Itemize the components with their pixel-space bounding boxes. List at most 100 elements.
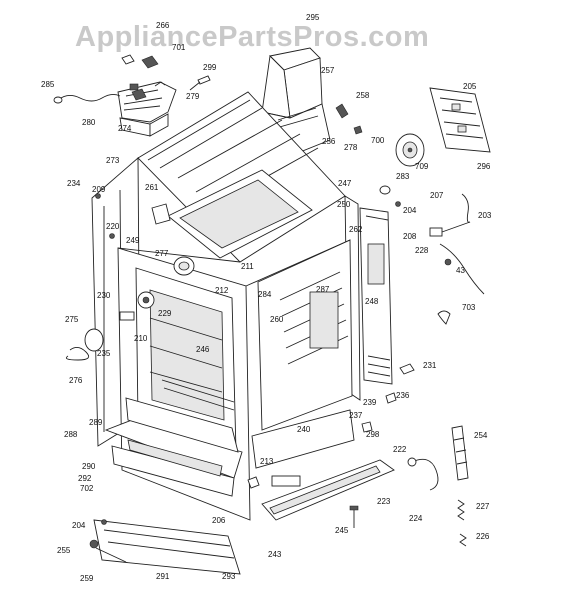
part-clip-703 — [437, 310, 451, 325]
callout-c-211: 211 — [241, 262, 254, 271]
callout-c-261: 261 — [145, 183, 159, 192]
callout-c-236: 236 — [396, 391, 410, 400]
part-igniter-wire — [53, 93, 121, 104]
part-burner-assembly — [117, 81, 177, 137]
part-blower-wheel — [395, 133, 425, 167]
callout-c-296: 296 — [477, 162, 491, 171]
part-screw-220 — [95, 193, 115, 239]
part-burner-277 — [173, 256, 195, 276]
part-clip-231 — [399, 363, 415, 375]
callout-c-228: 228 — [415, 246, 429, 255]
watermark-text: AppliancePartsPros.com — [75, 21, 429, 53]
callout-c-703: 703 — [462, 303, 476, 312]
callout-c-283: 283 — [396, 172, 410, 181]
callout-c-266: 266 — [156, 21, 170, 30]
callout-c-210: 210 — [134, 334, 148, 343]
callout-c-284: 284 — [258, 290, 272, 299]
callout-c-275: 275 — [65, 315, 79, 324]
callout-c-262: 262 — [349, 225, 363, 234]
callout-c-288: 288 — [64, 430, 78, 439]
callout-c-298: 298 — [366, 430, 380, 439]
part-cabinet-right-side — [257, 195, 361, 431]
part-wire-harness-43 — [439, 243, 485, 295]
part-oven-liner-inner — [117, 239, 351, 287]
callout-c-701: 701 — [172, 43, 186, 52]
callout-c-700: 700 — [371, 136, 385, 145]
callout-c-278: 278 — [344, 143, 358, 152]
callout-c-285: 285 — [41, 80, 55, 89]
callout-c-295: 295 — [306, 13, 320, 22]
callout-c-43: 43 — [456, 266, 465, 275]
part-broiler-pan-246 — [161, 379, 235, 411]
callout-c-250: 250 — [337, 200, 351, 209]
callout-c-255: 255 — [57, 546, 71, 555]
callout-c-279: 279 — [186, 92, 200, 101]
callout-c-243: 243 — [268, 550, 282, 559]
callout-c-205: 205 — [463, 82, 477, 91]
callout-c-207: 207 — [430, 191, 444, 200]
callout-c-259: 259 — [80, 574, 94, 583]
callout-c-277: 277 — [155, 249, 169, 258]
callout-c-240: 240 — [297, 425, 311, 434]
callout-c-239: 239 — [363, 398, 377, 407]
callout-c-248: 248 — [365, 297, 379, 306]
part-grommet-283 — [379, 185, 401, 207]
part-back-panel — [429, 87, 491, 153]
part-clip-266 — [121, 54, 135, 65]
part-burner-baffle-261 — [151, 203, 171, 225]
callout-c-204b: 204 — [72, 521, 86, 530]
part-cabinet-top — [137, 91, 346, 263]
part-manifold-panel — [251, 409, 395, 521]
part-screw-299 — [189, 75, 211, 91]
part-screw-258 — [335, 103, 363, 135]
callout-c-287: 287 — [316, 285, 330, 294]
part-valve-222 — [407, 457, 439, 491]
callout-c-223: 223 — [377, 497, 391, 506]
callout-c-299: 299 — [203, 63, 217, 72]
part-thermostat-230 — [119, 291, 155, 321]
callout-c-290: 290 — [82, 462, 96, 471]
callout-c-213: 213 — [260, 457, 274, 466]
callout-c-231: 231 — [423, 361, 437, 370]
callout-c-258: 258 — [356, 91, 370, 100]
callout-c-224: 224 — [409, 514, 423, 523]
callout-labels: 255 257 295 701 285 299 279 280 274 205 258 700 256 2… — [41, 13, 492, 583]
part-spring-227 — [457, 499, 467, 547]
part-clip-213 — [247, 476, 260, 489]
callout-c-291: 291 — [156, 572, 170, 581]
callout-c-208: 208 — [403, 232, 417, 241]
callout-c-709: 709 — [415, 162, 429, 171]
callout-c-235: 235 — [97, 349, 111, 358]
callout-c-274: 274 — [118, 124, 132, 133]
part-drawer-assembly — [93, 397, 243, 575]
callout-c-280: 280 — [82, 118, 96, 127]
callout-c-292: 292 — [78, 474, 92, 483]
callout-c-254: 254 — [474, 431, 488, 440]
part-light-cover-275 — [65, 328, 104, 361]
callout-c-209: 209 — [92, 185, 106, 194]
callout-c-204: 204 — [403, 206, 417, 215]
part-clip-298 — [361, 392, 397, 433]
callout-c-226: 226 — [476, 532, 490, 541]
callout-c-234: 234 — [67, 179, 81, 188]
part-screw-245 — [349, 505, 359, 528]
callout-c-220: 220 — [106, 222, 120, 231]
callout-c-256: 256 — [322, 137, 336, 146]
callout-c-237: 237 — [349, 411, 363, 420]
part-bracket-254 — [451, 425, 469, 481]
callout-c-227: 227 — [476, 502, 490, 511]
callout-c-246: 246 — [196, 345, 210, 354]
callout-c-249: 249 — [126, 236, 140, 245]
part-igniter-203 — [429, 193, 471, 237]
callout-c-257: 257 — [321, 66, 335, 75]
callout-c-702: 702 — [80, 484, 94, 493]
callout-c-289: 289 — [89, 418, 103, 427]
callout-c-206: 206 — [212, 516, 226, 525]
callout-c-247: 247 — [338, 179, 352, 188]
callout-c-222: 222 — [393, 445, 407, 454]
callout-c-260: 260 — [270, 315, 284, 324]
callout-c-229: 229 — [158, 309, 172, 318]
part-right-side-panel — [359, 207, 393, 385]
